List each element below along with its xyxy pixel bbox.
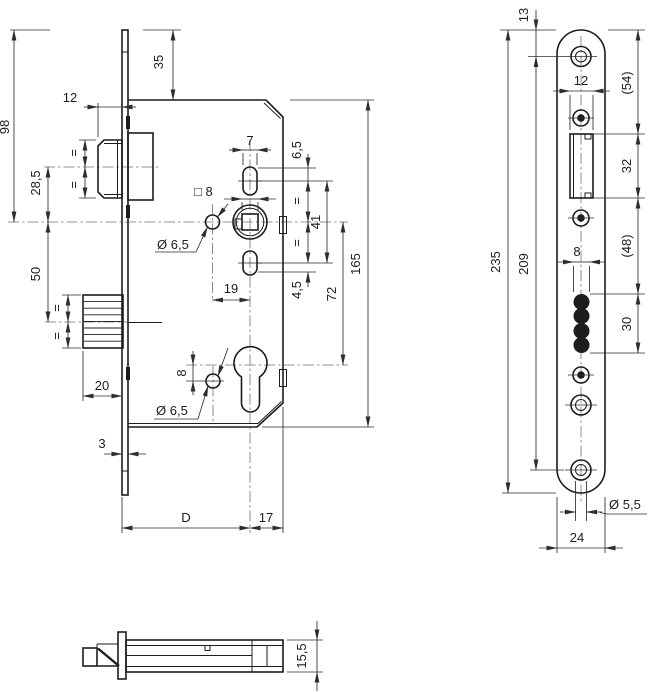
dim-slot-width-7: 7 [246, 133, 253, 148]
dim-top-35: 35 [151, 55, 166, 69]
dim-latch-center-28-5: 28,5 [28, 170, 43, 195]
equal-mark: = [49, 304, 64, 312]
lock-case-outline [126, 99, 287, 428]
dim-hole-offset-19: 19 [224, 281, 238, 296]
dim-plate-thickness-3: 3 [98, 436, 105, 451]
deadbolt-slot [573, 294, 590, 353]
equal-mark: = [289, 197, 304, 205]
equal-mark: = [66, 181, 81, 189]
dim-case-height-165: 165 [348, 253, 363, 275]
dim-plate-length-235: 235 [488, 251, 503, 273]
front-dimensions [500, 10, 647, 553]
dim-hole-dia-top: Ø 6,5 [157, 237, 189, 252]
case-edge-tab [279, 216, 287, 234]
dim-plate-width-24: 24 [570, 530, 584, 545]
dim-segment-54: (54) [619, 71, 634, 94]
case-lug [126, 205, 130, 218]
equal-mark: = [289, 239, 304, 247]
dim-segment-48: (48) [619, 234, 634, 257]
dim-bolt-slot-width-8: 8 [573, 244, 580, 259]
dim-backset-D: D [181, 510, 190, 525]
dim-deadbolt-protrusion-20: 20 [95, 378, 109, 393]
side-dimensions [10, 29, 181, 457]
dim-slot-arc-4-5: 4,5 [289, 281, 304, 299]
faceplate-outline [556, 29, 606, 494]
bottom-view: 15,5 [82, 621, 323, 691]
dim-overall-98: 98 [0, 120, 12, 134]
fixing-screw [568, 109, 594, 384]
dim-screw-hole-dia-5-5: Ø 5,5 [609, 497, 641, 512]
case-edge-tab [279, 369, 287, 387]
dim-case-thickness-15-5: 15,5 [294, 643, 309, 668]
equal-mark: = [66, 149, 81, 157]
bottom-view-body [82, 631, 284, 680]
faceplate-plan [117, 631, 127, 680]
dim-latch-opening-width-12: 12 [574, 73, 588, 88]
equal-mark: = [49, 332, 64, 340]
dim-center-deadbolt-50: 50 [28, 267, 43, 281]
faceplate-front-view: 13 12 (54) 32 (48) 8 30 235 209 Ø 5,5 24 [488, 8, 647, 553]
dim-center-cylinder-72: 72 [324, 287, 339, 301]
case-lug [126, 367, 130, 380]
latch-plan [82, 643, 120, 667]
bottom-dimensions [287, 621, 323, 691]
side-dimensions-center [121, 147, 284, 533]
faceplate-edge [121, 29, 129, 496]
side-dimensions-right [258, 99, 374, 428]
spindle-follower [232, 204, 268, 240]
cylinder-hole [233, 345, 268, 413]
latch-opening [569, 133, 594, 199]
screw-hole [565, 45, 597, 481]
dim-hole-offset-8: 8 [174, 369, 189, 376]
dim-bolt-slot-height-30: 30 [619, 317, 634, 331]
case-lug [126, 116, 130, 129]
dim-center-edge-17: 17 [259, 510, 273, 525]
dim-follower-square-8: □ 8 [194, 184, 213, 199]
deadbolt [82, 294, 162, 349]
side-view: 98 12 28,5 = = 50 = = 20 3 35 7 □ 8 Ø 6,… [0, 29, 374, 533]
dim-latch-protrusion-12: 12 [63, 90, 77, 105]
dim-slot-arc-6-5: 6,5 [289, 141, 304, 159]
dim-top-screw-13: 13 [516, 8, 531, 22]
dim-screw-distance-209: 209 [516, 253, 531, 275]
latch-bolt [97, 132, 154, 201]
dim-hole-dia-bottom: Ø 6,5 [156, 403, 188, 418]
dim-handle-holes-41: 41 [308, 215, 323, 229]
fixing-holes [186, 214, 224, 389]
dim-latch-opening-height-32: 32 [619, 159, 634, 173]
